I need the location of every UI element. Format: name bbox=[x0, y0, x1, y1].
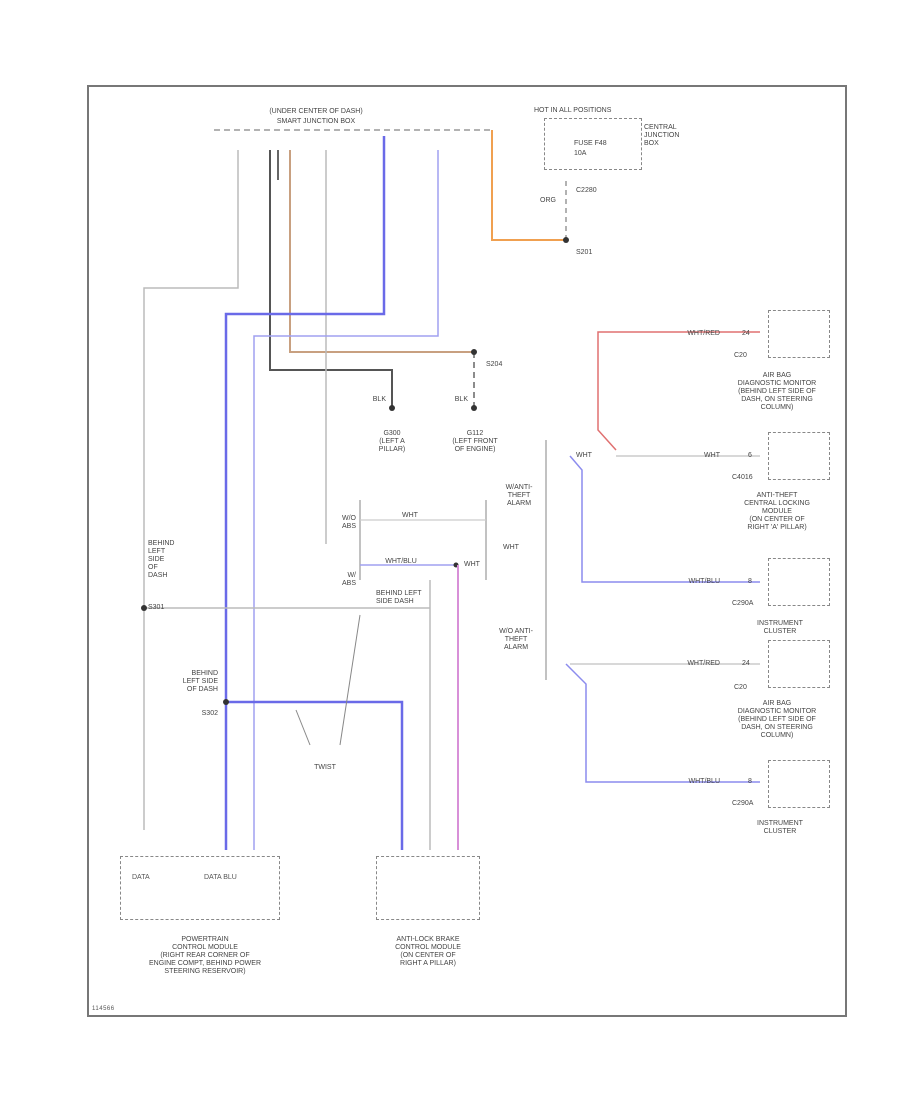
ground-left-label: G300 (LEFT A PILLAR) bbox=[378, 430, 406, 453]
central-junction-box bbox=[544, 118, 642, 170]
right-module-box-3 bbox=[768, 558, 830, 606]
twist-line-1 bbox=[295, 709, 311, 746]
twist-line-2 bbox=[339, 614, 361, 746]
splice-s201: S201 bbox=[576, 249, 593, 256]
abs-name: ANTI-LOCK BRAKE CONTROL MODULE (ON CENTE… bbox=[395, 936, 461, 967]
pcm-name: POWERTRAIN CONTROL MODULE (RIGHT REAR CO… bbox=[148, 936, 261, 975]
right-module-box-4 bbox=[768, 640, 830, 688]
wire-red bbox=[597, 331, 760, 451]
wire-blue-main bbox=[224, 136, 386, 850]
option-with-alarm: W/ANTI- THEFT ALARM bbox=[505, 484, 533, 507]
abs-box bbox=[376, 856, 480, 920]
wire-black bbox=[269, 150, 393, 408]
behind-left-side-mid-label: BEHIND LEFT SIDE DASH bbox=[376, 590, 422, 605]
wire-orange bbox=[491, 130, 566, 241]
option-wht-blu-label: WHT/BLU bbox=[385, 558, 417, 565]
right-module-5-wire: WHT/BLU bbox=[688, 778, 721, 785]
splice-s302: S302 bbox=[201, 710, 218, 717]
ground-right-wire: BLK bbox=[454, 396, 468, 403]
option-with-abs: W/ ABS bbox=[341, 572, 356, 587]
pcm-box bbox=[120, 856, 280, 920]
right-module-2-name: ANTI-THEFT CENTRAL LOCKING MODULE (ON CE… bbox=[744, 492, 810, 531]
right-module-2-wire: WHT bbox=[704, 452, 720, 459]
wire-gray-left bbox=[143, 150, 239, 830]
splice-dot-s204 bbox=[471, 349, 477, 355]
right-module-3-pin: 8 bbox=[748, 578, 752, 585]
ground-dot-left bbox=[389, 405, 395, 411]
right-module-3-name: INSTRUMENT CLUSTER bbox=[757, 620, 803, 635]
right-module-box-5 bbox=[768, 760, 830, 808]
splice-dot-s301 bbox=[141, 605, 147, 611]
right-module-4-wire: WHT/RED bbox=[687, 660, 720, 667]
right-module-3-connector: C290A bbox=[732, 600, 754, 607]
fuse-rating: 10A bbox=[574, 150, 587, 157]
right-module-2-connector: C4016 bbox=[732, 474, 753, 481]
wire-color-org: ORG bbox=[540, 197, 556, 204]
twist-label: TWIST bbox=[314, 764, 336, 771]
fuse-label: FUSE F48 bbox=[574, 140, 607, 147]
wire-blue-cluster-1 bbox=[569, 455, 760, 583]
behind-left-side-dash-2-label: BEHIND LEFT SIDE OF DASH bbox=[182, 670, 218, 693]
option-wht-label: WHT bbox=[402, 512, 418, 519]
footer-code: 114566 bbox=[92, 1006, 115, 1012]
connector-header-title: (UNDER CENTER OF DASH) bbox=[269, 108, 363, 115]
splice-dot-s302 bbox=[223, 699, 229, 705]
right-module-5-connector: C290A bbox=[732, 800, 754, 807]
option-wht-small: WHT bbox=[576, 452, 592, 459]
wire-blue-light bbox=[253, 150, 439, 850]
right-module-4-name: AIR BAG DIAGNOSTIC MONITOR (BEHIND LEFT … bbox=[737, 700, 817, 739]
option-wht-junction: WHT bbox=[464, 561, 480, 568]
connector-header-subtitle: SMART JUNCTION BOX bbox=[276, 118, 356, 125]
ground-left-wire: BLK bbox=[372, 396, 386, 403]
right-module-1-connector: C20 bbox=[734, 352, 747, 359]
diagram-frame bbox=[87, 85, 847, 1017]
right-module-1-name: AIR BAG DIAGNOSTIC MONITOR (BEHIND LEFT … bbox=[737, 372, 817, 411]
option-without-alarm: W/O ANTI- THEFT ALARM bbox=[499, 628, 533, 651]
behind-left-side-dash-label: BEHIND LEFT SIDE OF DASH bbox=[148, 540, 175, 579]
wire-brown bbox=[289, 150, 474, 353]
wire-blue-abs bbox=[226, 700, 404, 850]
connector-c2280: C2280 bbox=[576, 187, 597, 194]
right-module-box-1 bbox=[768, 310, 830, 358]
pcm-pin-data: DATA bbox=[132, 874, 150, 881]
ground-right-label: G112 (LEFT FRONT OF ENGINE) bbox=[452, 430, 498, 453]
option-without-abs: W/O ABS bbox=[341, 515, 356, 530]
wire-blue-cluster-2 bbox=[565, 663, 760, 783]
splice-dot-s201 bbox=[563, 237, 569, 243]
right-module-box-2 bbox=[768, 432, 830, 480]
right-module-4-pin: 24 bbox=[742, 660, 750, 667]
pcm-pin-data-blu: DATA BLU bbox=[204, 874, 237, 881]
right-module-1-wire: WHT/RED bbox=[687, 330, 720, 337]
right-module-4-connector: C20 bbox=[734, 684, 747, 691]
splice-s204: S204 bbox=[486, 361, 503, 368]
option-wht-label-right: WHT bbox=[503, 544, 519, 551]
right-module-5-pin: 8 bbox=[748, 778, 752, 785]
right-module-2-pin: 6 bbox=[748, 452, 752, 459]
right-module-1-pin: 24 bbox=[742, 330, 750, 337]
central-junction-box-label: CENTRAL JUNCTION BOX bbox=[644, 124, 680, 147]
ground-dot-right bbox=[471, 405, 477, 411]
hot-label: HOT IN ALL POSITIONS bbox=[534, 107, 612, 114]
splice-s301: S301 bbox=[148, 604, 165, 611]
right-module-3-wire: WHT/BLU bbox=[688, 578, 721, 585]
right-module-5-name: INSTRUMENT CLUSTER bbox=[757, 820, 803, 835]
